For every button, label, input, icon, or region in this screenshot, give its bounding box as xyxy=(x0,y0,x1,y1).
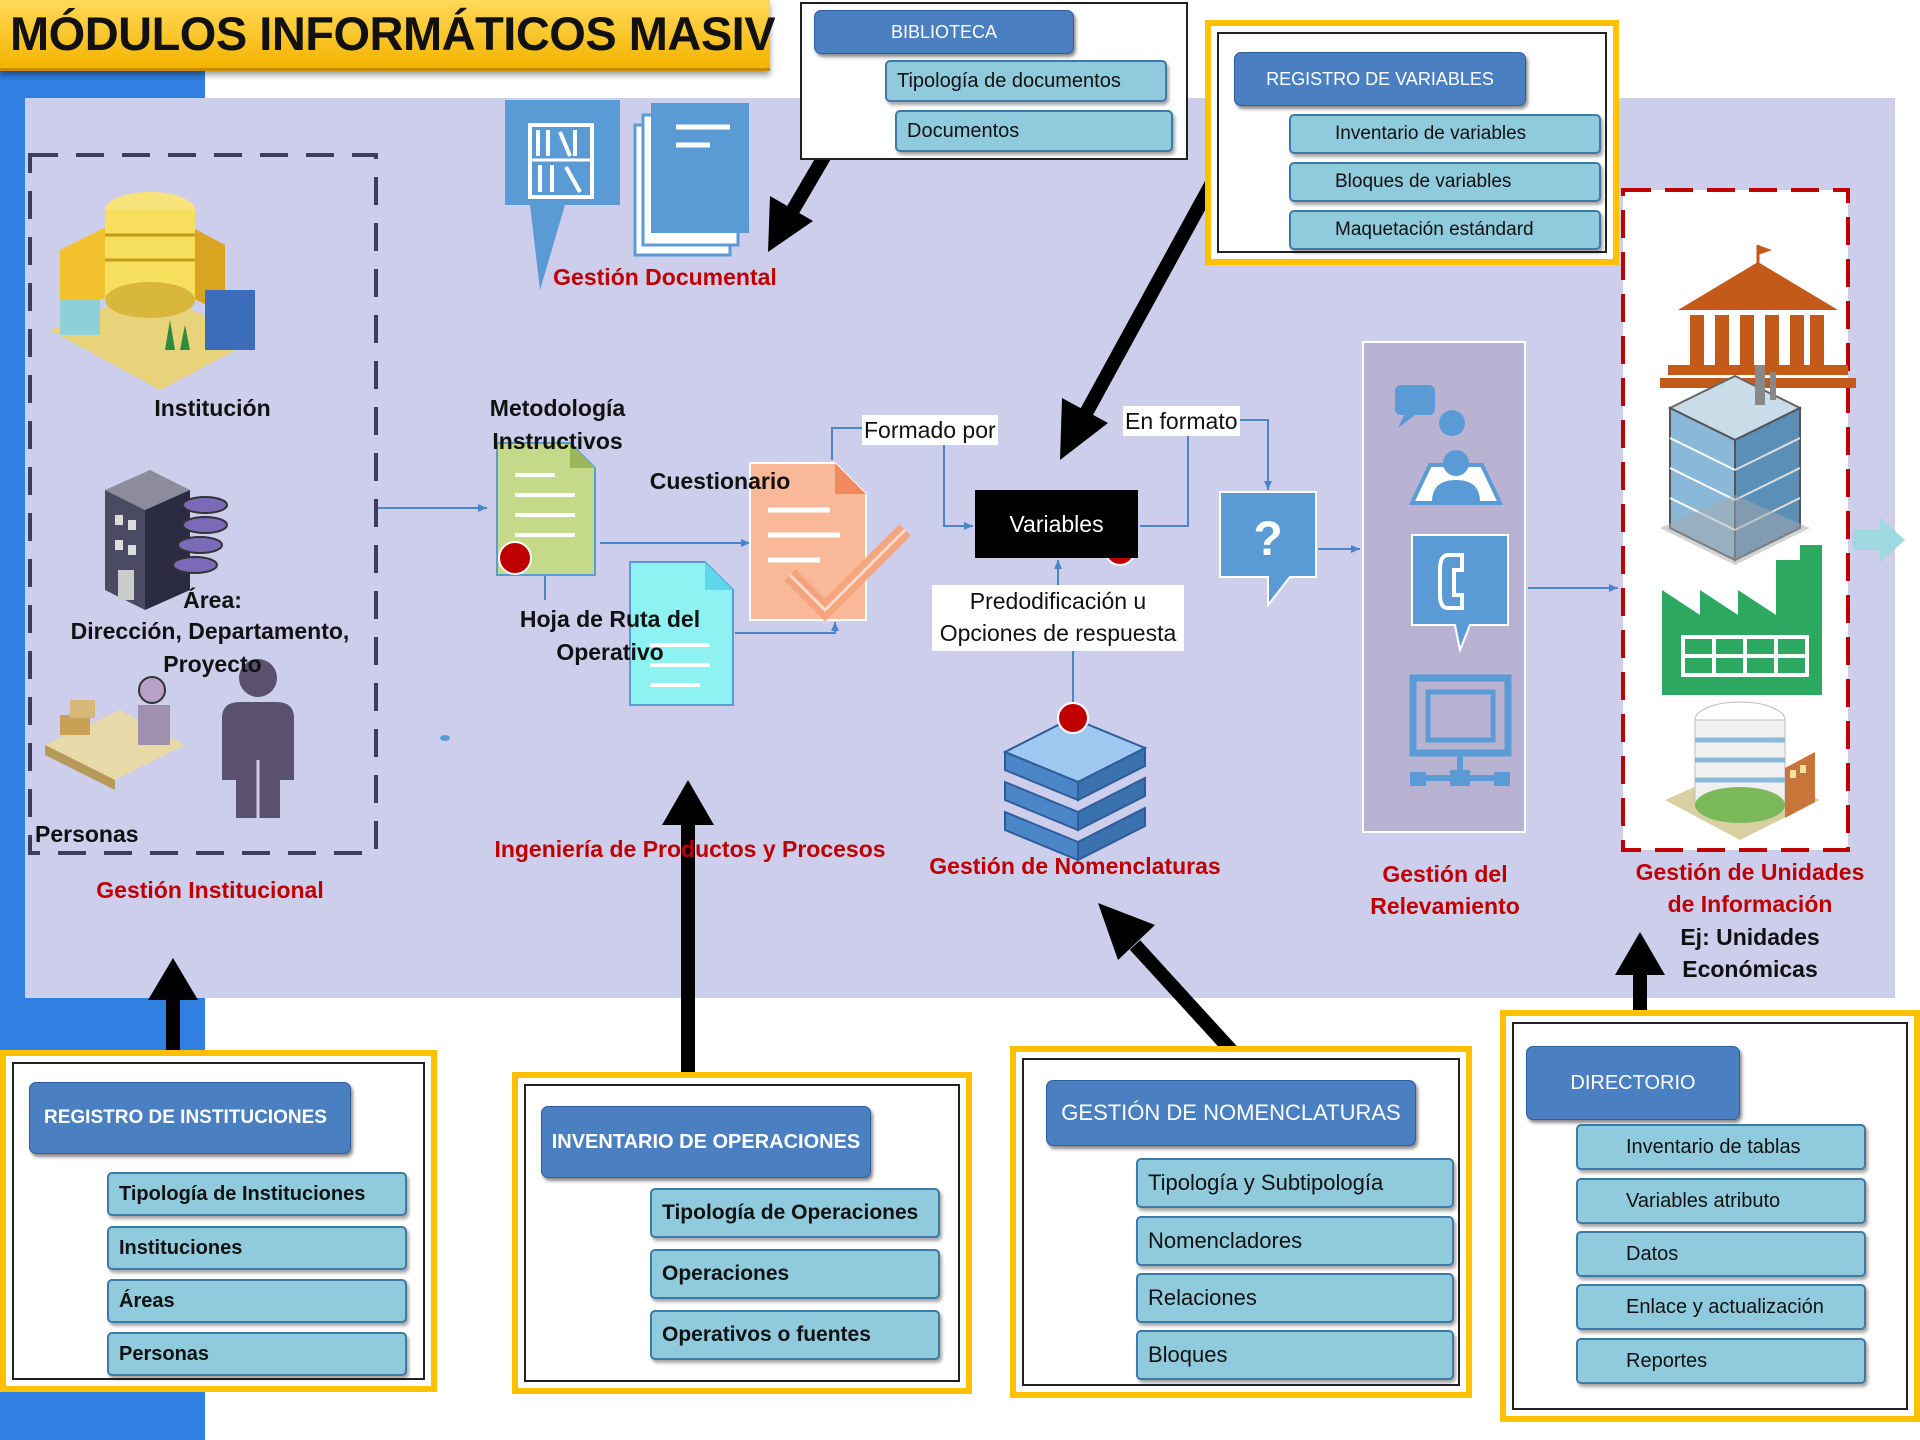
label-cuestionario: Cuestionario xyxy=(649,468,791,494)
telephone-bubble-icon xyxy=(1411,534,1509,654)
office-tower-icon xyxy=(1660,365,1810,565)
registro-variables-item[interactable]: Bloques de variables xyxy=(1289,162,1601,202)
label-proyecto: Proyecto xyxy=(163,651,262,677)
registro-variables-header[interactable]: REGISTRO DE VARIABLES xyxy=(1234,52,1526,106)
worker-desk-icon xyxy=(45,676,185,790)
arrow-nomenclaturas-up xyxy=(1098,903,1246,1065)
caption-gestion-nomenclaturas: Gestión de Nomenclaturas xyxy=(929,853,1221,879)
department-building-icon xyxy=(105,470,228,610)
directorio-item[interactable]: Inventario de tablas xyxy=(1576,1124,1866,1170)
interviewer-icon xyxy=(1395,385,1504,505)
caption-gestion-unidades-2: de Información xyxy=(1667,891,1833,917)
bookshelf-document-icon xyxy=(505,100,749,290)
biblioteca-module: BIBLIOTECA Tipología de documentos Docum… xyxy=(800,2,1188,160)
inventario-operaciones-header[interactable]: INVENTARIO DE OPERACIONES xyxy=(541,1106,871,1178)
label-area: Área: xyxy=(183,587,242,613)
directorio-module: DIRECTORIO Inventario de tablas Variable… xyxy=(1500,1010,1920,1422)
directorio-item[interactable]: Reportes xyxy=(1576,1338,1866,1384)
label-area-detail: Dirección, Departamento, xyxy=(70,618,350,644)
route-sheet-document-icon xyxy=(629,561,734,706)
variables-node: Variables xyxy=(975,490,1138,558)
directorio-item[interactable]: Datos xyxy=(1576,1231,1866,1277)
registro-instituciones-module: REGISTRO DE INSTITUCIONES Tipología de I… xyxy=(0,1050,437,1392)
gestion-nomenclaturas-item[interactable]: Relaciones xyxy=(1136,1273,1454,1323)
registro-variables-item[interactable]: Maquetación estándard xyxy=(1289,210,1601,250)
label-operativo: Operativo xyxy=(556,639,664,665)
directorio-item[interactable]: Variables atributo xyxy=(1576,1178,1866,1224)
caption-gestion-documental: Gestión Documental xyxy=(553,264,777,290)
registro-variables-module: REGISTRO DE VARIABLES Inventario de vari… xyxy=(1205,20,1619,265)
institution-building-icon xyxy=(50,192,255,390)
title-bar: MÓDULOS INFORMÁTICOS MASIV xyxy=(0,0,776,71)
registro-instituciones-item[interactable]: Tipología de Instituciones xyxy=(107,1172,407,1216)
company-building-icon xyxy=(1665,701,1820,840)
government-building-icon xyxy=(1660,245,1856,388)
caption-ingenieria: Ingeniería de Productos y Procesos xyxy=(494,836,886,862)
registro-instituciones-item[interactable]: Instituciones xyxy=(107,1226,407,1270)
svg-text:?: ? xyxy=(1253,513,1282,566)
label-metodologia: Metodología xyxy=(489,395,626,421)
predodification-box: Predodificación u Opciones de respuesta xyxy=(932,585,1184,651)
gestion-nomenclaturas-item[interactable]: Nomencladores xyxy=(1136,1216,1454,1266)
registro-instituciones-header[interactable]: REGISTRO DE INSTITUCIONES xyxy=(29,1082,351,1154)
directorio-header[interactable]: DIRECTORIO xyxy=(1526,1046,1740,1120)
output-arrow-icon xyxy=(1853,518,1905,562)
inventario-operaciones-item[interactable]: Operativos o fuentes xyxy=(650,1310,940,1360)
nomenclature-database-icon xyxy=(1002,702,1148,862)
gestion-nomenclaturas-header[interactable]: GESTIÓN DE NOMENCLATURAS xyxy=(1046,1080,1416,1146)
caption-unidades-economicas: Económicas xyxy=(1682,956,1818,982)
inventario-operaciones-module: INVENTARIO DE OPERACIONES Tipología de O… xyxy=(512,1072,972,1394)
methodology-document-icon xyxy=(496,442,596,576)
label-hoja-ruta: Hoja de Ruta del xyxy=(519,606,701,632)
registro-instituciones-item[interactable]: Personas xyxy=(107,1332,407,1376)
computer-icon xyxy=(1409,674,1512,786)
person-silhouette-icon xyxy=(222,659,294,818)
connector-route-to-questionnaire xyxy=(735,622,839,634)
label-personas: Personas xyxy=(35,821,139,847)
questionnaire-document-icon xyxy=(749,462,911,622)
page-title: MÓDULOS INFORMÁTICOS MASIV xyxy=(10,7,776,60)
label-institucion: Institución xyxy=(154,395,271,421)
question-bubble-icon: ? xyxy=(1219,491,1317,608)
arrow-registro-instituciones-up xyxy=(148,958,198,1050)
factory-icon xyxy=(1662,545,1822,695)
gestion-nomenclaturas-item[interactable]: Bloques xyxy=(1136,1330,1454,1380)
caption-gestion-unidades-1: Gestión de Unidades xyxy=(1635,859,1865,885)
label-instructivos: Instructivos xyxy=(492,428,623,454)
caption-unidades-ejemplo: Ej: Unidades xyxy=(1680,924,1820,950)
inventario-operaciones-item[interactable]: Tipología de Operaciones xyxy=(650,1188,940,1238)
inventario-operaciones-item[interactable]: Operaciones xyxy=(650,1249,940,1299)
label-formado-por: Formado por xyxy=(862,415,998,445)
registro-instituciones-item[interactable]: Áreas xyxy=(107,1279,407,1323)
gestion-nomenclaturas-module: GESTIÓN DE NOMENCLATURAS Tipología y Sub… xyxy=(1010,1046,1472,1398)
registro-variables-item[interactable]: Inventario de variables xyxy=(1289,114,1601,154)
biblioteca-item[interactable]: Documentos xyxy=(895,110,1173,152)
directorio-item[interactable]: Enlace y actualización xyxy=(1576,1284,1866,1330)
biblioteca-header[interactable]: BIBLIOTECA xyxy=(814,10,1074,54)
gestion-nomenclaturas-item[interactable]: Tipología y Subtipología xyxy=(1136,1158,1454,1208)
caption-gestion-relevamiento-2: Relevamiento xyxy=(1370,893,1520,919)
caption-gestion-institucional: Gestión Institucional xyxy=(96,877,324,903)
label-en-formato: En formato xyxy=(1123,406,1240,436)
caption-gestion-relevamiento-1: Gestión del xyxy=(1382,861,1508,887)
label-predodificacion: Predodificación u xyxy=(969,588,1147,614)
biblioteca-item[interactable]: Tipología de documentos xyxy=(885,60,1167,102)
arrow-inventario-operaciones-up xyxy=(662,780,714,1075)
label-opciones-respuesta: Opciones de respuesta xyxy=(939,620,1177,646)
institutional-group-border xyxy=(28,153,378,855)
